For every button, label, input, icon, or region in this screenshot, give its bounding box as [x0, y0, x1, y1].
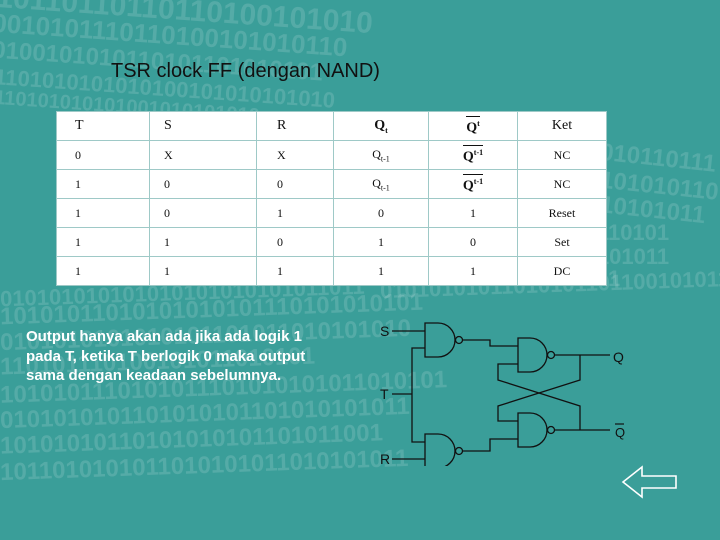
table-row: 0 X X Qt-1 Qt-1 NC — [56, 140, 607, 170]
cell-qbar: 1 — [428, 256, 518, 286]
header-r: R — [256, 111, 334, 141]
nand-bubble — [546, 350, 556, 360]
nand-gate-input-bottom — [424, 433, 456, 466]
cell-qbar: 1 — [428, 198, 518, 228]
circuit-label-qbar: Q — [615, 425, 625, 440]
cell-q-letter: Q — [372, 175, 381, 190]
cell-q: 1 — [333, 256, 429, 286]
cell-qbar: 0 — [428, 227, 518, 257]
circuit-label-q: Q — [613, 349, 624, 365]
nand-bubble — [454, 335, 464, 345]
cell-qbar-letter: Q — [462, 149, 474, 165]
cell-t: 1 — [56, 198, 150, 228]
truth-table: T S R Qt Qt Ket 0 X X Qt-1 Qt-1 NC 1 0 0… — [56, 111, 607, 286]
circuit-label-s: S — [380, 323, 389, 339]
cell-t: 1 — [56, 227, 150, 257]
header-qbar: Qt — [428, 111, 518, 141]
cell-ket: Set — [517, 227, 607, 257]
cell-s: 0 — [149, 198, 257, 228]
cell-r: 0 — [256, 169, 334, 199]
cell-q: Qt-1 — [333, 169, 429, 199]
header-q-sub: t — [385, 125, 388, 135]
nand-bubble — [546, 425, 556, 435]
nand-gate-input-top — [424, 322, 456, 358]
cell-s: 1 — [149, 256, 257, 286]
header-ket: Ket — [517, 111, 607, 141]
cell-r: 1 — [256, 198, 334, 228]
cell-s: X — [149, 140, 257, 170]
circuit-label-r: R — [380, 451, 390, 466]
slide-title: TSR clock FF (dengan NAND) — [111, 60, 380, 82]
wire-g2-g4 — [463, 438, 518, 452]
cell-t: 0 — [56, 140, 150, 170]
header-qbar-sup: t — [477, 118, 480, 128]
cell-ket: DC — [517, 256, 607, 286]
nand-gate-output-bottom — [517, 412, 548, 448]
cell-r: X — [256, 140, 334, 170]
cell-ket: NC — [517, 140, 607, 170]
cell-q: 0 — [333, 198, 429, 228]
cell-t: 1 — [56, 169, 150, 199]
cell-qbar-letter: Q — [462, 178, 474, 194]
cell-qbar: Qt-1 — [428, 169, 518, 199]
truth-table-header: T S R Qt Qt Ket — [56, 111, 607, 141]
nand-gate-output-top — [517, 337, 548, 373]
table-row: 1 1 0 1 0 Set — [56, 227, 607, 257]
cell-s: 0 — [149, 169, 257, 199]
header-qbar-letter: Q — [466, 120, 478, 136]
cell-qbar: Qt-1 — [428, 140, 518, 170]
nand-circuit-diagram: S T R Q Q — [380, 322, 625, 466]
header-s: S — [149, 111, 257, 141]
header-q-letter: Q — [374, 117, 386, 133]
cell-q: Qt-1 — [333, 140, 429, 170]
table-row: 1 0 1 0 1 Reset — [56, 198, 607, 228]
cell-r: 0 — [256, 227, 334, 257]
header-t: T — [56, 111, 150, 141]
cell-q: 1 — [333, 227, 429, 257]
cell-qbar-sup: t-1 — [473, 148, 484, 158]
cell-t: 1 — [56, 256, 150, 286]
cell-s: 1 — [149, 227, 257, 257]
header-q: Qt — [333, 111, 429, 141]
table-row: 1 1 1 1 1 DC — [56, 256, 607, 286]
cell-q-sub: t-1 — [380, 183, 390, 193]
slide-caption: Output hanya akan ada jika ada logik 1 p… — [26, 328, 306, 384]
table-row: 1 0 0 Qt-1 Qt-1 NC — [56, 169, 607, 199]
wire-cross-q — [497, 355, 581, 422]
cell-r: 1 — [256, 256, 334, 286]
cell-q-sub: t-1 — [380, 154, 390, 164]
circuit-label-t: T — [380, 386, 389, 402]
wire-cross-qbar — [497, 363, 581, 430]
cell-ket: Reset — [517, 198, 607, 228]
cell-qbar-sup: t-1 — [473, 177, 484, 187]
wire-g1-g3 — [463, 339, 518, 347]
left-arrow-outline-icon[interactable] — [620, 464, 680, 500]
wire-t — [392, 347, 425, 443]
nand-bubble — [454, 446, 464, 456]
cell-q-letter: Q — [372, 146, 381, 161]
cell-ket: NC — [517, 169, 607, 199]
